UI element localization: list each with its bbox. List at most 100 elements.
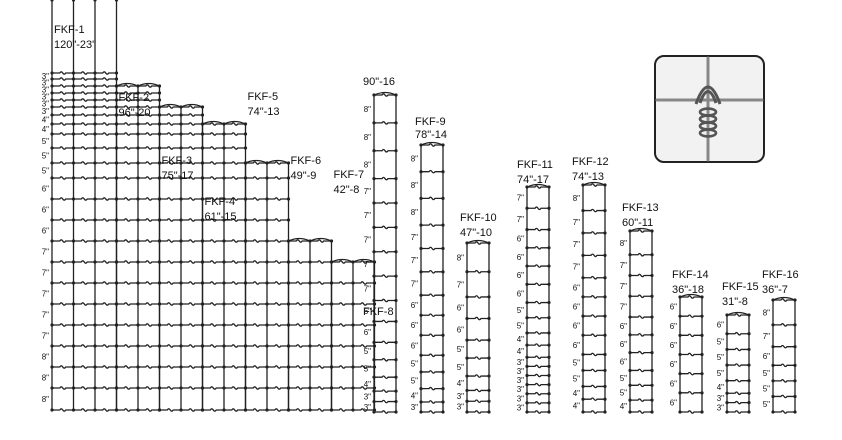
knot [441,293,445,297]
knot [525,410,529,414]
line-wire [680,352,702,357]
knot [50,132,54,136]
knot [200,260,205,264]
knot [700,333,704,337]
knot [179,197,183,201]
spacing-label: 4" [457,379,464,388]
spacing-label: 5" [364,347,371,356]
knot [93,105,97,109]
knot [71,84,76,88]
knot [603,231,607,235]
spacing-label: 6" [670,360,677,369]
knot [157,239,162,243]
knot [200,281,205,285]
line-wire [630,368,652,373]
knot [71,132,76,136]
knot [525,206,529,210]
spacing-label: 3" [517,367,524,376]
line-wire [421,386,443,391]
spacing-label: 6" [411,321,418,330]
knot [700,352,704,357]
knot [157,365,162,369]
knot [114,260,119,264]
knot [93,113,97,117]
spacing-label: 3" [517,385,524,394]
knot [441,410,445,414]
spacing-label: 3" [517,376,524,385]
knot [547,410,551,414]
spacing-label: 6" [517,253,524,262]
product-spec: 96"-20 [119,107,151,119]
knot [678,372,682,376]
knot [581,295,585,299]
knot [136,132,140,136]
spacing-label: 6" [517,289,524,298]
line-wire [421,333,443,338]
line-wire [630,398,652,402]
knot [50,197,54,201]
spacing-label: 5" [42,137,49,146]
knot [628,294,632,298]
spacing-label: 6" [411,301,418,310]
knot [487,295,491,299]
spacing-label: 5" [620,389,627,398]
spacing-label: 6" [517,271,524,280]
spacing-label: 5" [411,360,418,369]
knot [157,218,162,222]
knot [525,282,529,286]
knot [372,250,376,254]
knot [200,344,205,348]
knot [419,196,423,200]
knot [581,368,585,373]
spacing-label: 6" [364,307,371,316]
knot [700,372,704,376]
knot [136,161,140,165]
line-wire [52,260,117,264]
knot [394,375,398,379]
spacing-label: 6" [457,304,464,313]
knot [179,161,183,165]
knot [200,408,205,412]
knot [465,356,469,360]
knot [265,197,269,201]
spacing-label: 4" [573,389,580,398]
spacing-label: 6" [457,325,464,334]
product-fkf-4: FKF-461"-15 [200,120,248,412]
line-wire [583,231,605,235]
line-wire [583,368,605,373]
spacing-label: 7" [364,187,371,196]
knot [50,161,54,165]
line-wire [52,176,117,180]
knot [678,410,682,414]
line-wire [583,410,605,414]
knot [222,302,226,306]
knot [265,323,269,327]
line-wire [421,223,443,227]
line-wire [583,384,605,389]
knot [793,394,797,399]
knot [71,239,76,243]
knot [114,91,119,95]
spacing-label: 8" [457,253,464,262]
knot [725,410,729,414]
knot [93,408,97,412]
line-wire [773,379,795,383]
spacing-label: 7" [42,290,49,299]
knot [547,383,551,387]
knot [71,0,76,2]
line-wire [374,274,396,278]
knot [372,121,376,125]
line-wire [52,132,117,136]
product-fkf-9: 8"8"8"7"7"7"6"6"6"5"5"4"3"FKF-978"-14 [411,116,447,414]
line-wire [421,410,443,414]
left-fence-block: FKF-1120"-23"FKF-296"-20FKF-375"-17FKF-4… [42,0,377,412]
knot [157,344,162,348]
spacing-label: 4" [517,335,524,344]
product-name: FKF-8 [363,306,394,318]
knot [114,344,119,348]
knot [747,332,751,336]
knot [157,281,162,285]
knot [243,218,248,222]
